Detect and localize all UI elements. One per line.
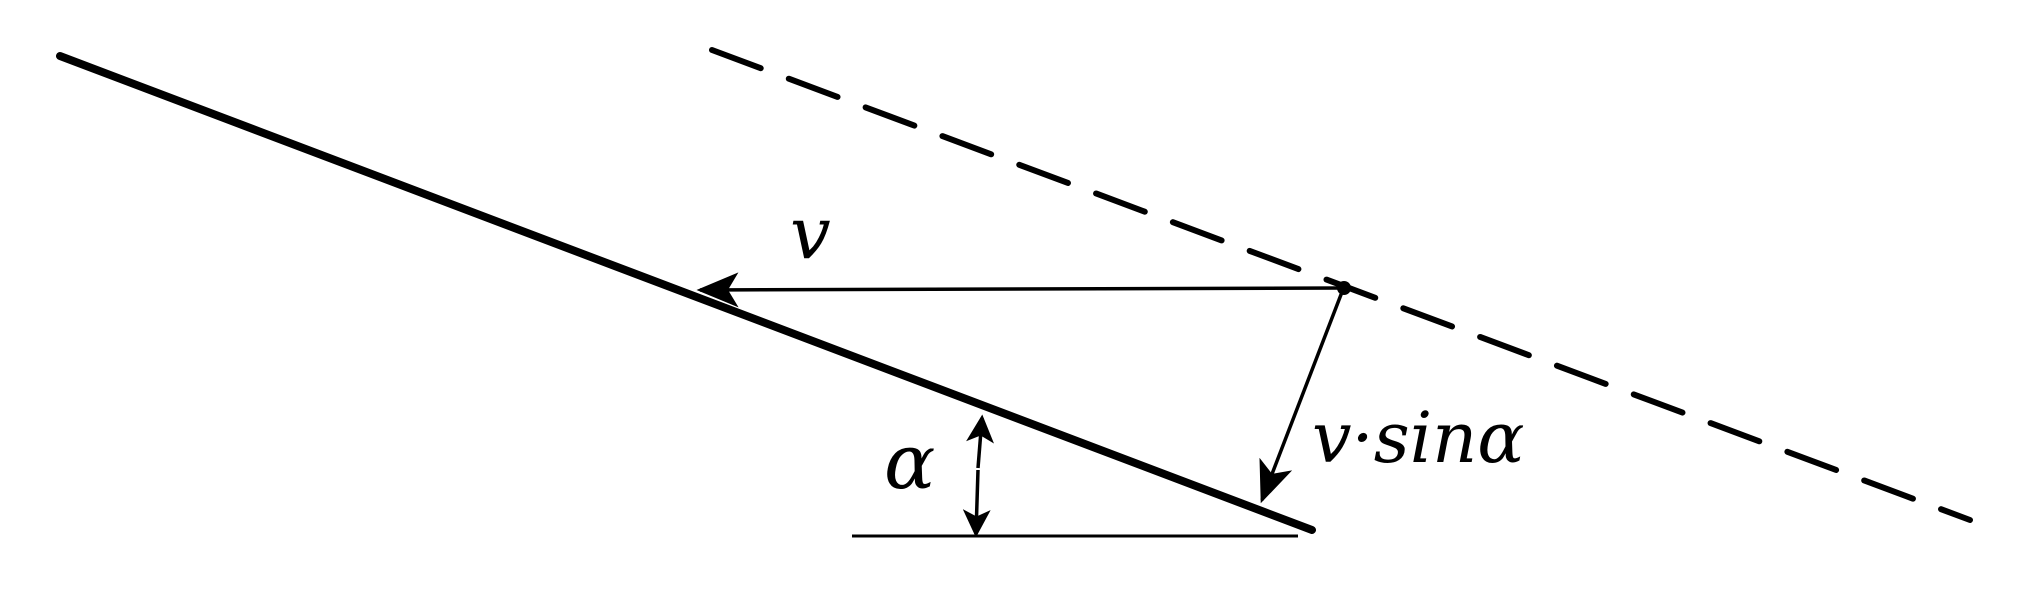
- angle-indicator-arrow-down: [962, 469, 991, 538]
- velocity-component-label: v·sinα: [1312, 397, 1524, 479]
- velocity-origin-dot: [1337, 281, 1351, 295]
- velocity-label: v: [790, 191, 831, 275]
- angle-label: α: [884, 417, 935, 506]
- angle-indicator-arrow-up: [966, 414, 995, 469]
- velocity-vector: [696, 272, 1343, 308]
- incline-line: [56, 52, 1316, 534]
- velocity-component-vector: [1259, 291, 1344, 504]
